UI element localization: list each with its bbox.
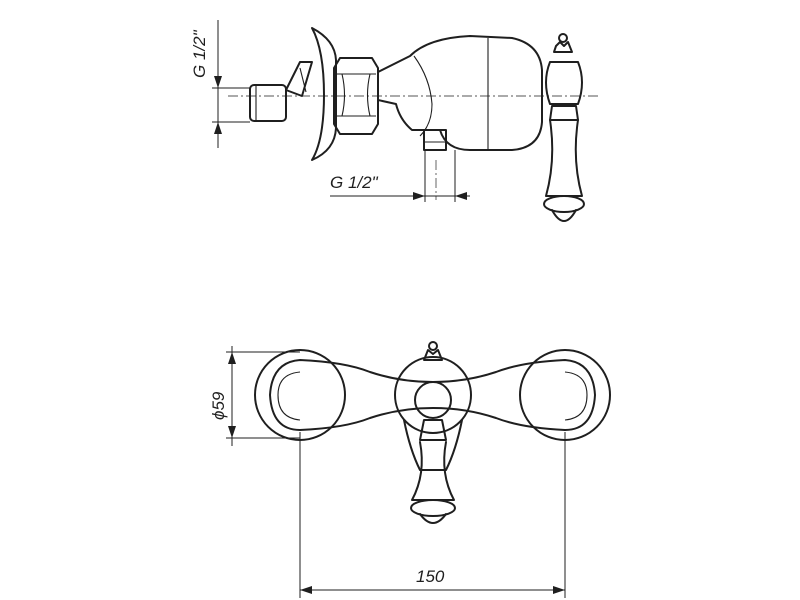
inlet-nipple (249, 61, 313, 122)
right-bar-end (564, 371, 588, 421)
front-handle (410, 419, 456, 524)
left-bar-end (277, 371, 301, 421)
mixer-body (377, 35, 543, 151)
width-label: 150 (416, 567, 445, 586)
body-curve (413, 55, 433, 137)
diameter-dimension: ϕ59 (209, 346, 300, 446)
side-handle (543, 33, 585, 222)
hex-nut (333, 57, 379, 135)
outlet-thread-dimension: G 1/2" (330, 150, 470, 202)
diameter-label: ϕ59 (209, 391, 228, 420)
inlet-thread-label: G 1/2" (190, 29, 209, 78)
central-hub (394, 356, 472, 471)
front-view: ϕ59 150 (209, 341, 611, 598)
wall-flange (311, 27, 337, 161)
side-view: G 1/2" G 1/2" (190, 20, 600, 222)
outlet-spigot (423, 129, 447, 151)
width-dimension: 150 (299, 432, 566, 598)
top-knob (423, 341, 443, 361)
outlet-thread-label: G 1/2" (330, 173, 379, 192)
inlet-thread-dimension: G 1/2" (190, 20, 250, 148)
